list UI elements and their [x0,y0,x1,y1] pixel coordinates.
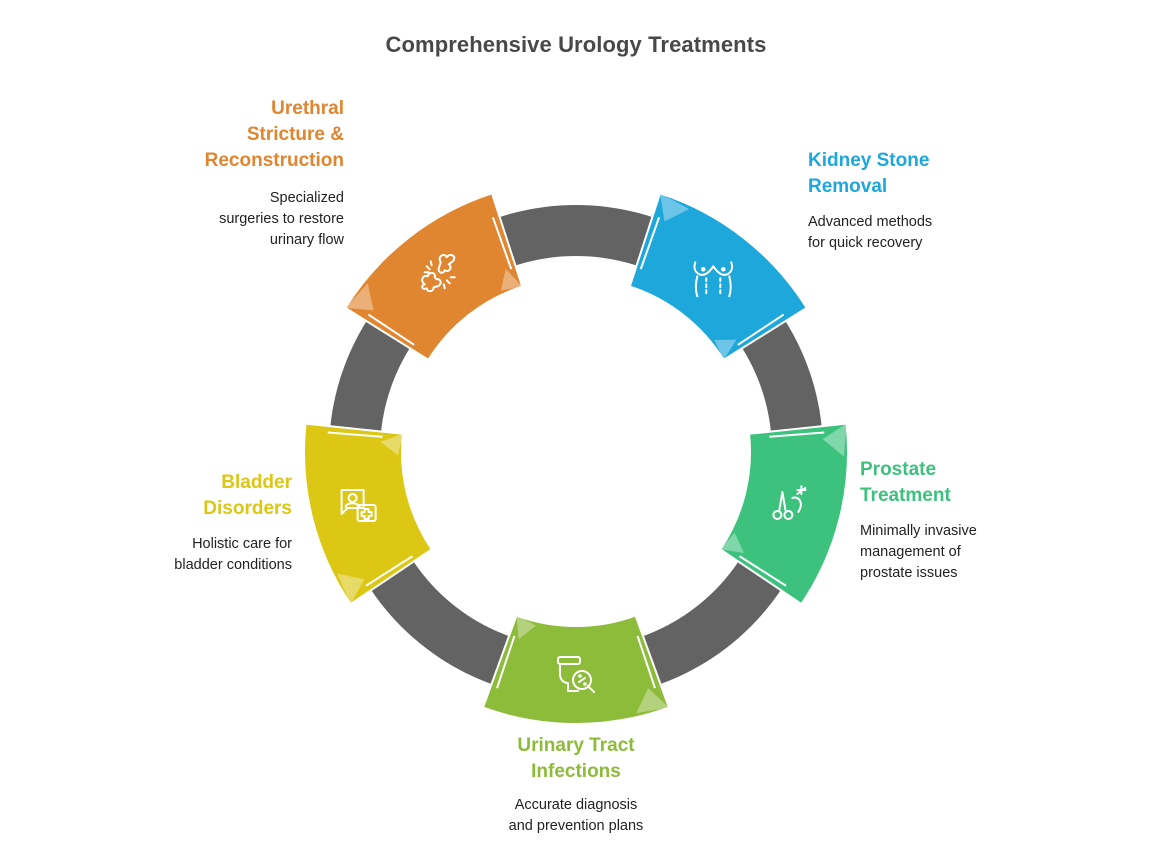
description-line: management of [860,544,961,560]
segment-shape [343,192,524,362]
heading-line: Kidney Stone [808,150,930,171]
seam-line [769,431,825,438]
description-line: surgeries to restore [219,211,344,227]
item-label-prostate: Prostate Treatment Minimally invasive ma… [860,457,1060,584]
item-heading: Urinary Tract Infections [456,733,696,785]
seam-line [491,216,513,270]
item-label-bladder: Bladder Disorders Holistic care for blad… [92,470,292,576]
description-line: Specialized [269,190,344,206]
heading-line: Infections [531,761,621,782]
fold-tab [516,615,536,640]
item-description: Advanced methods for quick recovery [808,212,1008,254]
description-line: prostate issues [860,565,958,581]
heading-line: Treatment [860,485,951,506]
fold-tab [636,688,670,714]
heading-line: Prostate [860,459,937,480]
segment-uti [481,614,671,725]
item-heading: Prostate Treatment [860,457,1060,509]
fold-tab [720,532,745,553]
item-description: Specialized surgeries to restore urinary… [124,188,344,251]
item-description: Accurate diagnosis and prevention plans [456,795,696,837]
heading-line: Urethral [271,98,344,119]
scissors-male-symbol-icon [772,484,807,520]
heading-line: Reconstruction [204,150,344,171]
seam-line [636,635,656,689]
heading-line: Disorders [203,498,292,519]
item-label-uti: Urinary Tract Infections Accurate diagno… [456,733,696,837]
fold-tab [345,283,374,311]
fold-tab [714,339,737,360]
item-heading: Bladder Disorders [92,470,292,522]
fold-tab [337,573,365,605]
heading-line: Bladder [221,472,292,493]
item-heading: Urethral Stricture & Reconstruction [124,96,344,174]
doctor-chat-icon [340,488,377,522]
item-label-kidney: Kidney Stone Removal Advanced methods fo… [808,148,1008,254]
seam-line [367,313,415,346]
description-line: urinary flow [269,232,344,248]
broken-bone-icon [421,254,456,293]
segment-shape [303,422,434,606]
description-line: bladder conditions [174,557,292,573]
description-line: Minimally invasive [860,523,977,539]
heading-line: Removal [808,176,888,197]
segment-urethral [343,192,524,362]
seam-line [496,635,516,689]
heading-line: Stricture & [246,124,344,145]
seam-line [327,431,383,438]
description-line: Holistic care for [192,536,292,552]
description-line: Accurate diagnosis [514,797,638,813]
fold-tab [660,193,690,222]
segment-prostate [718,422,849,606]
seam-line [737,313,785,346]
item-description: Holistic care for bladder conditions [92,534,292,576]
segment-bladder [303,422,434,606]
seam-line [365,555,413,587]
item-description: Minimally invasive management of prostat… [860,521,1060,584]
segment-kidney [628,192,809,362]
torso-incision-icon [693,261,734,298]
page-title: Comprehensive Urology Treatments [385,32,767,57]
toilet-magnifier-icon [557,656,595,693]
seam-line [739,555,787,587]
fold-tab [500,269,523,291]
item-heading: Kidney Stone Removal [808,148,1008,200]
description-line: and prevention plans [508,818,644,834]
fold-tab [380,433,403,456]
description-line: for quick recovery [808,235,923,251]
fold-tab [822,423,847,457]
description-line: Advanced methods [808,214,933,230]
segment-shape [481,614,671,725]
segment-shape [628,192,809,362]
seam-line [639,216,661,270]
item-label-urethral: Urethral Stricture & Reconstruction Spec… [124,96,344,251]
heading-line: Urinary Tract [517,735,635,756]
